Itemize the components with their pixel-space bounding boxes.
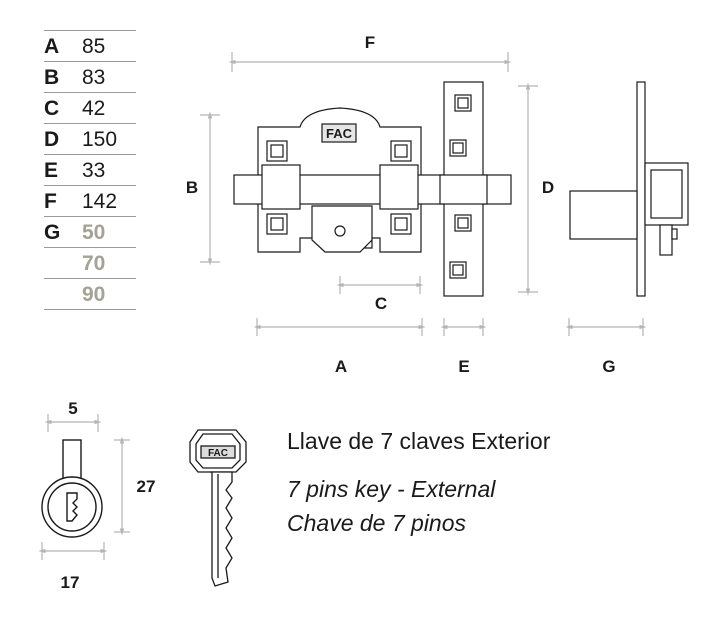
dim-letter: G xyxy=(44,221,61,244)
lock-logo: FAC xyxy=(326,126,353,141)
cylinder-view xyxy=(41,439,103,538)
caption-spanish: Llave de 7 claves Exterior xyxy=(287,428,551,454)
dim-row-g-3: 90 xyxy=(44,279,136,310)
dim-row-g-2: 70 xyxy=(44,248,136,279)
label-g: G xyxy=(602,357,615,376)
dim-value: 83 xyxy=(82,66,106,89)
dim-letter: C xyxy=(44,97,60,120)
dimension-lines xyxy=(38,52,647,560)
logo-badge xyxy=(321,123,357,143)
bolt-guide-left xyxy=(261,164,301,210)
dim-value: 90 xyxy=(82,283,106,306)
dimension-table: A 85 B 83 C 42 D 150 E 33 F 142 G 50 70 xyxy=(44,30,136,310)
cyl-dim-27: 27 xyxy=(137,477,156,496)
dim-value: 42 xyxy=(82,97,106,120)
keeper-plate xyxy=(439,81,488,297)
dim-letter: F xyxy=(44,190,57,213)
dim-row-c: C 42 xyxy=(44,93,136,124)
label-c: C xyxy=(375,294,387,313)
key-logo: FAC xyxy=(208,448,228,459)
caption-portuguese: Chave de 7 pinos xyxy=(287,510,467,536)
screw-holes xyxy=(266,140,412,235)
dim-letter: A xyxy=(44,35,60,58)
label-a: A xyxy=(335,357,347,376)
dim-row-g: G 50 xyxy=(44,217,136,248)
dim-value: 33 xyxy=(82,159,106,182)
dim-letter: B xyxy=(44,66,60,89)
cyl-dim-17: 17 xyxy=(61,573,80,592)
lock-front-view xyxy=(233,107,512,253)
cyl-dim-5: 5 xyxy=(68,399,77,418)
caption-english: 7 pins key - External xyxy=(287,476,496,502)
dim-value: 70 xyxy=(82,252,106,275)
lock-side-view xyxy=(569,81,689,297)
label-b: B xyxy=(186,178,198,197)
label-e: E xyxy=(458,357,469,376)
label-d: D xyxy=(542,178,554,197)
dim-row-b: B 83 xyxy=(44,62,136,93)
dim-letter: D xyxy=(44,128,60,151)
dim-value: 142 xyxy=(82,190,118,213)
dim-value: 150 xyxy=(82,128,118,151)
label-f: F xyxy=(365,33,375,52)
key-drawing xyxy=(189,429,247,587)
dim-row-e: E 33 xyxy=(44,155,136,186)
dim-row-f: F 142 xyxy=(44,186,136,217)
dim-value: 50 xyxy=(82,221,106,244)
bolt-guide-right xyxy=(379,164,419,210)
dim-value: 85 xyxy=(82,35,106,58)
knob-hole xyxy=(334,225,346,237)
dim-row-a: A 85 xyxy=(44,30,136,62)
dim-letter: E xyxy=(44,159,59,182)
dim-row-d: D 150 xyxy=(44,124,136,155)
